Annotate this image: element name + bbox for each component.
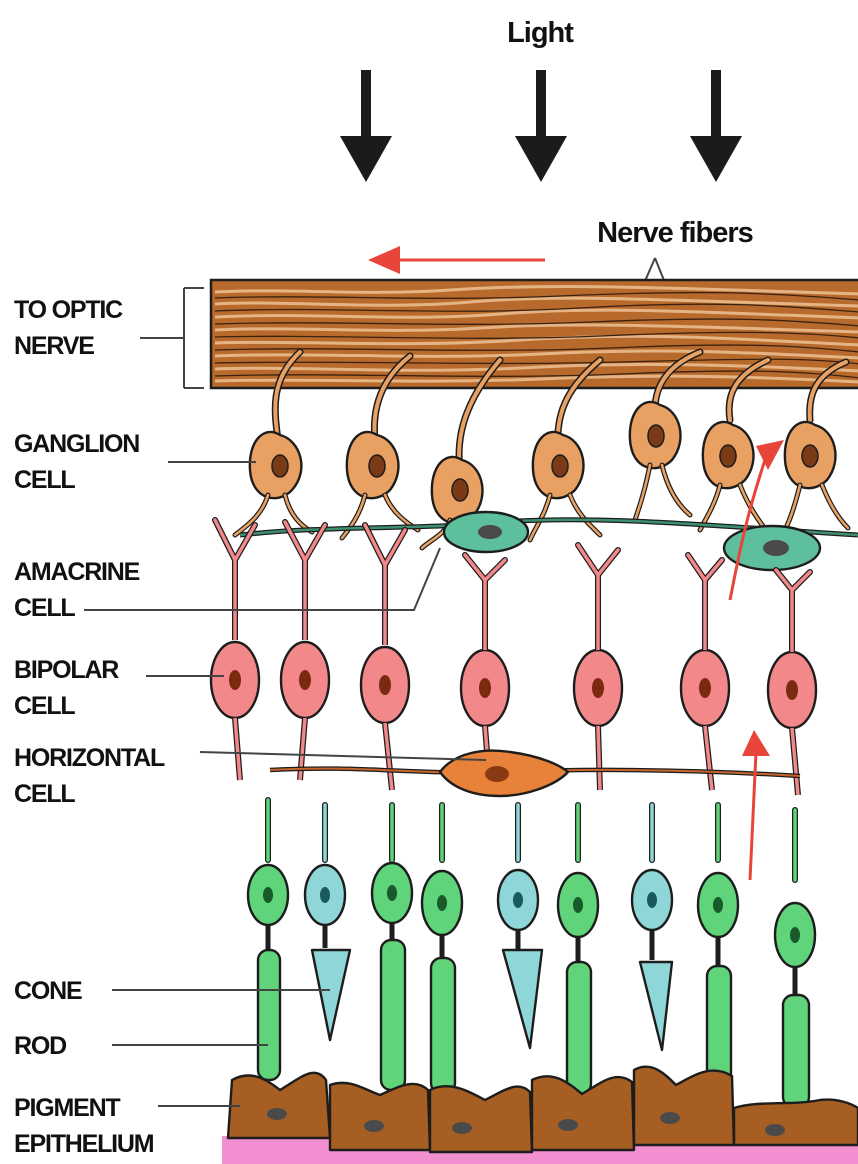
svg-text:TO OPTIC: TO OPTIC <box>14 296 123 324</box>
nerve-fibers-label: Nerve fibers <box>597 217 753 249</box>
bipolar-cell <box>768 570 816 795</box>
bipolar-cell <box>281 522 329 780</box>
bipolar-cell <box>211 520 259 780</box>
svg-text:CONE: CONE <box>14 977 82 1005</box>
rod-cell <box>775 903 815 1107</box>
amacrine-cell <box>444 512 528 552</box>
label-amacrine-cell: AMACRINE CELL <box>14 548 440 622</box>
label-rod: ROD <box>14 1032 268 1060</box>
arrow-down-icon <box>690 70 742 182</box>
cone-cell <box>632 870 672 1050</box>
cone-cell <box>498 870 542 1048</box>
horizontal-cell <box>440 751 568 796</box>
svg-text:CELL: CELL <box>14 692 75 720</box>
label-ganglion-cell: GANGLION CELL <box>14 430 256 494</box>
pigment-cell <box>430 1086 532 1152</box>
cone-cell <box>305 865 350 1040</box>
rod-cell <box>248 865 288 1080</box>
rod-cell <box>698 873 738 1101</box>
svg-text:EPITHELIUM: EPITHELIUM <box>14 1130 154 1158</box>
pigment-cell <box>228 1073 330 1138</box>
label-to-optic-nerve: TO OPTIC NERVE <box>14 288 204 388</box>
ganglion-cell <box>785 422 836 488</box>
rod-cell <box>372 863 412 1090</box>
nerve-fiber-bundle <box>211 280 858 388</box>
pigment-cell <box>634 1067 734 1145</box>
arrow-down-icon <box>515 70 567 182</box>
photoreceptors <box>248 800 815 1107</box>
ganglion-cell <box>347 432 399 498</box>
arrow-down-icon <box>340 70 392 182</box>
light-label: Light <box>507 17 574 49</box>
arrow-up-icon <box>742 730 770 880</box>
svg-text:ROD: ROD <box>14 1032 66 1060</box>
pigment-cell <box>734 1100 858 1145</box>
svg-text:AMACRINE: AMACRINE <box>14 558 140 586</box>
svg-text:CELL: CELL <box>14 780 75 808</box>
label-bipolar-cell: BIPOLAR CELL <box>14 656 224 720</box>
svg-text:NERVE: NERVE <box>14 332 94 360</box>
amacrine-layer <box>240 512 858 570</box>
bipolar-cell <box>574 545 622 790</box>
rod-cell <box>422 871 462 1093</box>
rod-cell <box>558 873 598 1094</box>
svg-text:CELL: CELL <box>14 466 75 494</box>
svg-text:GANGLION: GANGLION <box>14 430 139 458</box>
arrow-left-icon <box>368 246 545 274</box>
svg-text:BIPOLAR: BIPOLAR <box>14 656 119 684</box>
light-arrows <box>340 70 742 182</box>
ganglion-cell <box>533 432 584 498</box>
svg-text:CELL: CELL <box>14 594 75 622</box>
ganglion-cell <box>703 422 754 488</box>
label-pigment-epithelium: PIGMENT EPITHELIUM <box>14 1094 240 1158</box>
bipolar-cell <box>361 525 409 790</box>
ganglion-cell <box>250 432 302 498</box>
svg-text:PIGMENT: PIGMENT <box>14 1094 120 1122</box>
label-cone: CONE <box>14 977 330 1005</box>
bipolar-cell <box>681 555 729 790</box>
horizontal-layer <box>270 751 800 796</box>
label-horizontal-cell: HORIZONTAL CELL <box>14 744 486 808</box>
pigment-cell <box>330 1083 430 1150</box>
ganglion-cell <box>630 402 681 468</box>
svg-text:HORIZONTAL: HORIZONTAL <box>14 744 165 772</box>
